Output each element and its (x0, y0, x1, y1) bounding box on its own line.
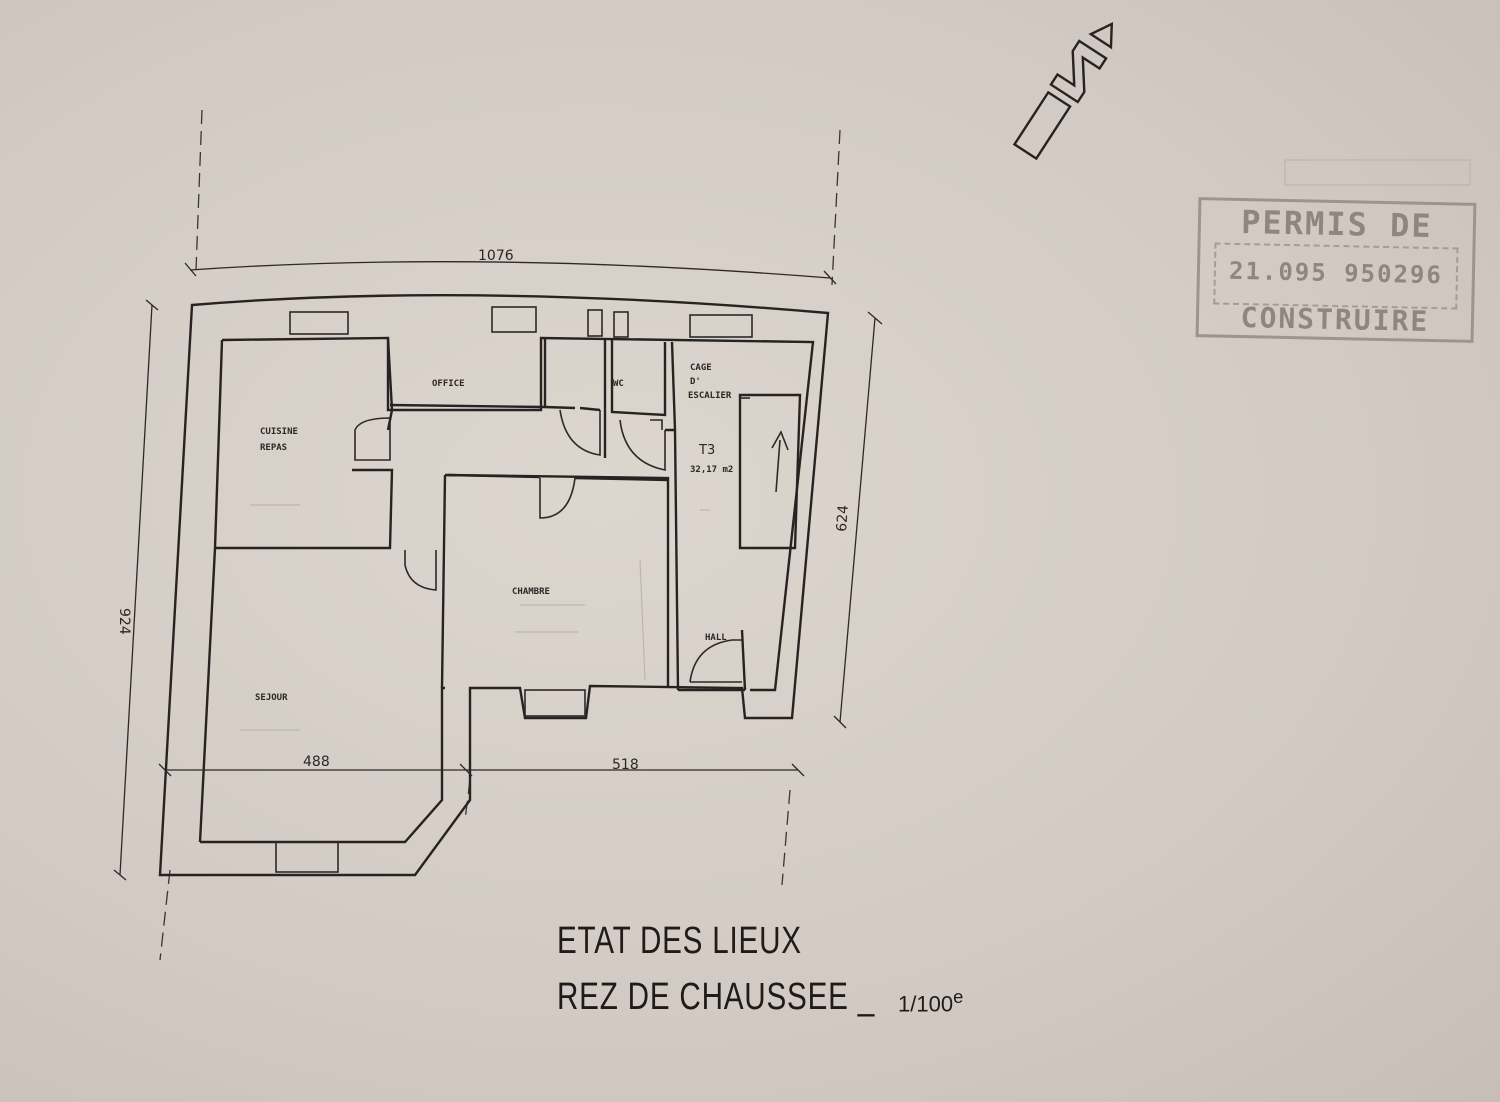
outer-wall-outline (158, 294, 830, 877)
stair-arrow (740, 397, 789, 493)
drawing-title-text: REZ DE CHAUSSEE (557, 976, 849, 1018)
dim-line-left (119, 304, 153, 876)
room-label-cage-1: CAGE (690, 363, 712, 373)
drawing-title-line2: REZ DE CHAUSSEE _ (557, 976, 875, 1018)
faint-background-lines (240, 159, 1471, 731)
window-sejour (275, 841, 339, 873)
dimension-lines (113, 261, 883, 881)
permit-stamp-top: PERMIS DE (1240, 203, 1434, 246)
door-frame-wc (650, 419, 663, 430)
window-chambre (524, 689, 586, 717)
window-cage (689, 314, 753, 338)
room-label-cage-3: ESCALIER (688, 391, 732, 401)
permit-stamp-bottom: CONSTRUIRE (1240, 301, 1430, 338)
dim-bottom-left: 488 (303, 754, 330, 770)
windows (275, 306, 753, 873)
room-label-office: OFFICE (432, 379, 465, 389)
room-label-cage-2: D' (690, 377, 701, 387)
axis-lines (159, 109, 841, 961)
drawing-scale: 1/100e (898, 986, 963, 1017)
window-wc-2 (613, 311, 629, 338)
drawing-scale-suffix: e (953, 986, 964, 1007)
door-swing-hall (689, 639, 742, 683)
unit-label-t3: T3 (698, 443, 715, 458)
room-label-cuisine-2: REPAS (260, 443, 287, 453)
dim-top-width: 1076 (478, 248, 514, 264)
room-label-wc: WC (613, 379, 624, 389)
door-swing-wc (619, 419, 666, 471)
door-swing-sejour (404, 550, 437, 591)
window-office (491, 306, 537, 333)
room-label-hall: HALL (705, 633, 727, 643)
door-swing-office (559, 409, 601, 456)
room-label-sejour: SEJOUR (255, 693, 288, 703)
dim-left-height: 924 (116, 608, 132, 635)
drawing-scale-value: 1/100 (898, 991, 954, 1017)
dim-line-top (189, 261, 831, 279)
permit-stamp-number: 21.095 950296 (1228, 256, 1444, 290)
dim-line-right (839, 317, 876, 723)
room-label-chambre: CHAMBRE (512, 587, 550, 597)
dim-right-height: 624 (834, 504, 852, 532)
outer-walls (158, 294, 830, 877)
unit-area-t3: 32,17 m2 (690, 465, 733, 475)
drawing-title-line1: ETAT DES LIEUX (557, 920, 802, 962)
north-arrow-icon (1012, 21, 1114, 161)
room-label-cuisine-1: CUISINE (260, 427, 298, 437)
interior-walls (198, 337, 802, 843)
door-swing-chambre (539, 477, 576, 519)
window-cuisine (289, 311, 349, 335)
window-wc-1 (587, 309, 603, 337)
permit-stamp: PERMIS DE 21.095 950296 CONSTRUIRE (1195, 197, 1477, 343)
door-swing-kitchen (354, 417, 391, 461)
inner-wall-outline (200, 336, 815, 844)
dim-bottom-right: 518 (612, 757, 639, 773)
door-swings (354, 409, 742, 683)
